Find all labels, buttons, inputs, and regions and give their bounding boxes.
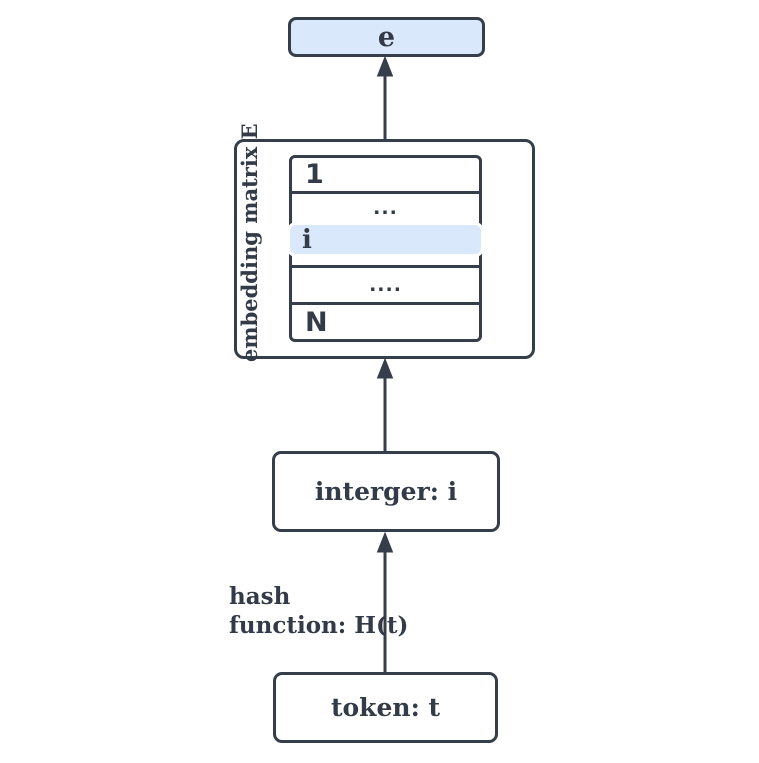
edge-label-line2: function: H(t) xyxy=(229,612,409,639)
matrix-row-ellipsis-top: ... xyxy=(292,191,479,222)
matrix-row-first: 1 xyxy=(305,159,324,190)
arrowhead-up-icon xyxy=(376,357,394,379)
edge-label-hash-function: hash function: H(t) xyxy=(229,582,408,640)
arrow-integer-to-matrix xyxy=(376,357,394,452)
matrix-row-selected-i: i xyxy=(287,222,484,257)
node-token: token: t xyxy=(273,672,498,743)
arrow-matrix-to-output xyxy=(376,55,394,140)
node-integer: interger: i xyxy=(272,451,500,532)
node-embedding-output: e xyxy=(288,17,485,57)
arrowhead-up-icon xyxy=(376,531,394,553)
matrix-row-last: N xyxy=(292,302,479,339)
matrix-title: embedding matrix E xyxy=(237,123,262,362)
matrix-table: 1 ... i .... N xyxy=(287,155,484,342)
embedding-matrix-container: embedding matrix E 1 ... i .... N xyxy=(234,123,535,362)
arrowhead-up-icon xyxy=(376,55,394,77)
matrix-row-ellipsis-bottom: .... xyxy=(292,265,479,302)
edge-label-line1: hash xyxy=(229,583,291,610)
